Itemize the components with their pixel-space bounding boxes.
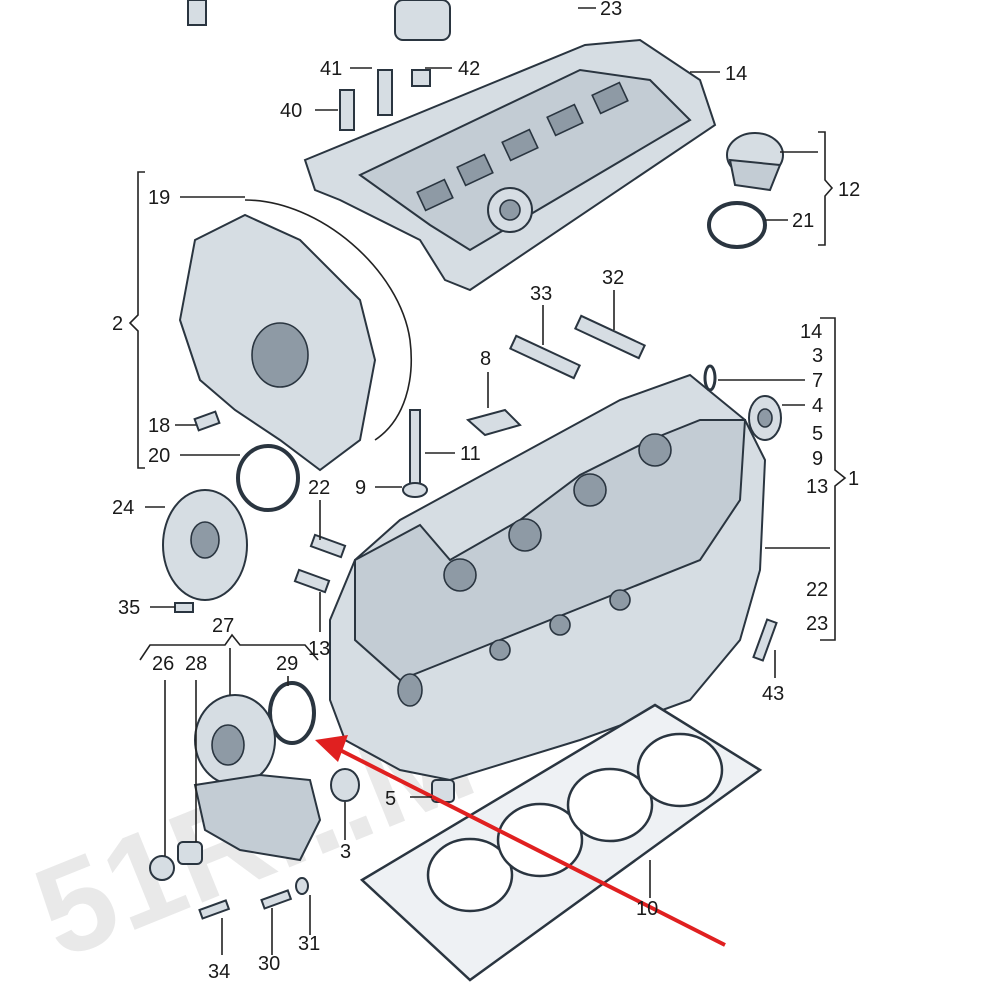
tensioner-27: [193, 694, 322, 862]
label-19: 19: [148, 187, 170, 209]
label-35: 35: [118, 597, 140, 619]
tube-31: [508, 334, 582, 380]
label-9-left: 9: [355, 477, 366, 499]
label-11: 11: [460, 443, 481, 465]
label-30: 32: [602, 267, 624, 289]
label-10: 10: [636, 898, 658, 920]
bolt-18: [193, 410, 221, 432]
timing-cover: [178, 199, 413, 472]
label-24: 24: [112, 497, 134, 519]
label-8: 8: [480, 348, 491, 370]
label-21: 21: [792, 210, 814, 232]
cap-26: [149, 855, 175, 881]
label-13-right: 13: [806, 476, 828, 498]
label-9-right: 9: [812, 448, 823, 470]
head-gasket: [359, 703, 763, 982]
pin-22: [309, 533, 347, 559]
leader-lines: [128, 7, 847, 955]
label-14-right: 14: [800, 321, 822, 343]
label-5-bottom: 5: [385, 788, 396, 810]
pin-43: [752, 618, 778, 662]
label-23-right: 23: [806, 613, 828, 635]
pin-13: [293, 568, 331, 594]
adjuster-4: [748, 395, 782, 441]
label-4: 4: [812, 395, 823, 417]
plug-3: [330, 768, 360, 802]
bolts-40-42: [187, 0, 451, 131]
label-18: 18: [148, 415, 170, 437]
label-33: 30: [258, 953, 280, 975]
label-42: 42: [458, 58, 480, 80]
bolt-35: [174, 602, 194, 613]
label-27: 27: [212, 615, 234, 637]
plug-28: [177, 841, 203, 865]
label-1: 1: [848, 468, 859, 490]
label-31: 33: [530, 283, 552, 305]
bracket-8: [465, 408, 522, 437]
label-7: 7: [812, 370, 823, 392]
sprocket-24: [162, 489, 248, 601]
label-34: 31: [298, 933, 320, 955]
label-14-cover: 14: [725, 63, 747, 85]
label-43: 43: [762, 683, 784, 705]
label-20: 20: [148, 445, 170, 467]
label-5-right: 5: [812, 423, 823, 445]
red-arrow: [315, 735, 726, 947]
label-40: 40: [280, 100, 302, 122]
label-26: 26: [152, 653, 174, 675]
label-3-bottom: 3: [340, 841, 351, 863]
washer-9: [402, 482, 428, 498]
oil-filler-cap: [707, 132, 784, 249]
callout-labels: 23 41 42 40 14 12 21 19 2 18 20 24 35 22…: [112, 0, 860, 983]
label-22-left: 22: [308, 477, 330, 499]
label-2: 2: [112, 313, 123, 335]
label-3-right: 3: [812, 345, 823, 367]
washer-34: [295, 877, 309, 895]
ring-29: [268, 681, 316, 745]
tube-30: [573, 314, 647, 360]
label-41: 41: [320, 58, 342, 80]
label-22-right: 22: [806, 579, 828, 601]
label-29: 29: [276, 653, 298, 675]
cylinder-head-cover: [303, 38, 717, 292]
bolt-32: [198, 899, 231, 920]
cylinder-head: [329, 373, 767, 782]
label-28: 28: [185, 653, 207, 675]
ring-20: [236, 444, 300, 512]
oring-7: [703, 364, 717, 392]
bolt-11: [409, 409, 421, 486]
label-32: 34: [208, 961, 230, 983]
label-13-left: 13: [308, 638, 330, 660]
bolt-33: [260, 889, 293, 910]
label-23-top: 23: [600, 0, 622, 20]
label-12: 12: [838, 179, 860, 201]
